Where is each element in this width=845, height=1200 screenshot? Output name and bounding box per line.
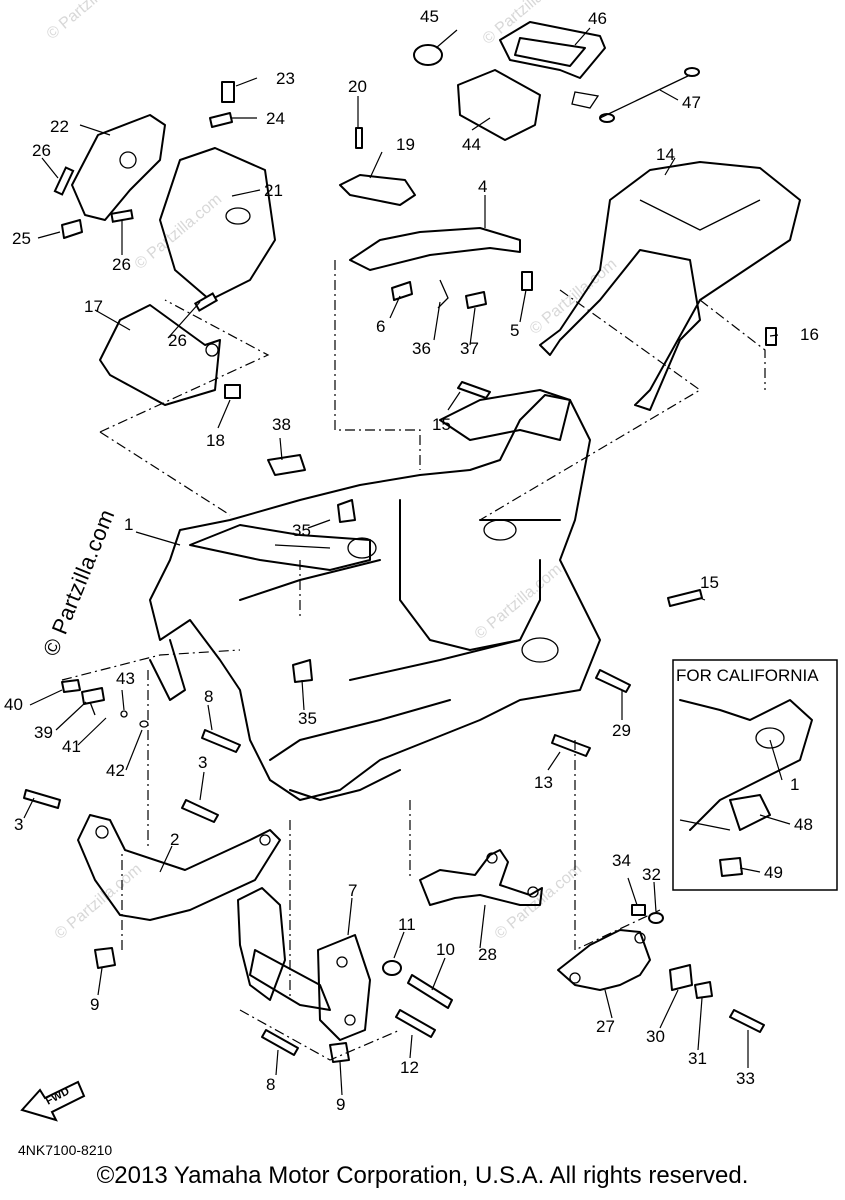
part-4-stay — [349, 227, 521, 271]
inset-title: FOR CALIFORNIA — [676, 666, 819, 685]
callout-29: 29 — [612, 721, 631, 740]
fwd-arrow: FWD — [20, 1080, 86, 1122]
part-21-cover — [159, 147, 276, 301]
callout-8-a: 8 — [204, 687, 213, 706]
callout-1: 1 — [124, 515, 133, 534]
side-covers — [53, 81, 276, 406]
callout-23: 23 — [276, 69, 295, 88]
watermark-3: © Partzilla.com — [132, 191, 226, 273]
callout-2: 2 — [170, 830, 179, 849]
callout-8-b: 8 — [266, 1075, 275, 1094]
part-28-arm — [419, 849, 543, 906]
callout-19: 19 — [396, 135, 415, 154]
callout-18: 18 — [206, 431, 225, 450]
callout-24: 24 — [266, 109, 285, 128]
leader-lines — [23, 27, 791, 1096]
part-19-bracket — [339, 174, 416, 206]
callout-21: 21 — [264, 181, 283, 200]
callout-10: 10 — [436, 940, 455, 959]
part-45-ring — [413, 44, 443, 66]
callout-28: 28 — [478, 945, 497, 964]
callout-15-a: 15 — [432, 415, 451, 434]
callout-43: 43 — [116, 669, 135, 688]
part-22-cover — [71, 114, 166, 221]
lower-front-parts — [23, 729, 281, 969]
callout-49: 49 — [764, 863, 783, 882]
rear-parts — [339, 127, 801, 411]
callout-9-a: 9 — [90, 995, 99, 1014]
engine-mount-parts — [237, 887, 453, 1063]
callout-46: 46 — [588, 9, 607, 28]
callout-22: 22 — [50, 117, 69, 136]
callout-26-a: 26 — [32, 141, 51, 160]
copyright-notice: ©2013 Yamaha Motor Corporation, U.S.A. A… — [96, 1162, 749, 1189]
callout-5: 5 — [510, 321, 519, 340]
callout-31: 31 — [688, 1049, 707, 1068]
watermark-7: © Partzilla.com — [472, 561, 566, 643]
frame-outline — [149, 394, 601, 801]
callout-15-b: 15 — [700, 573, 719, 592]
callout-36: 36 — [412, 339, 431, 358]
callout-47: 47 — [682, 93, 701, 112]
callout-44: 44 — [462, 135, 481, 154]
california-inset — [672, 659, 838, 891]
callout-4: 4 — [478, 177, 487, 196]
callout-45: 45 — [420, 7, 439, 26]
part-47-cable — [599, 74, 691, 119]
seat-battery-parts — [413, 21, 700, 141]
callout-12: 12 — [400, 1058, 419, 1077]
callout-3-a: 3 — [198, 753, 207, 772]
callout-7: 7 — [348, 881, 357, 900]
callout-27: 27 — [596, 1017, 615, 1036]
small-parts — [61, 454, 306, 728]
part-46-cover — [499, 21, 606, 79]
watermark-5: © Partzilla.com — [52, 861, 146, 943]
callout-41: 41 — [62, 737, 81, 756]
callout-37: 37 — [460, 339, 479, 358]
callout-16: 16 — [800, 325, 819, 344]
callout-40: 40 — [4, 695, 23, 714]
callout-39: 39 — [34, 723, 53, 742]
callout-34: 34 — [612, 851, 631, 870]
reference-lines — [61, 260, 766, 1061]
callout-3-b: 3 — [14, 815, 23, 834]
callout-33: 33 — [736, 1069, 755, 1088]
part-27-bracket — [557, 929, 651, 991]
rear-mount-parts — [557, 904, 765, 1033]
inset-frame — [672, 659, 838, 891]
callout-32: 32 — [642, 865, 661, 884]
part-38-clip — [267, 454, 306, 476]
callout-9-b: 9 — [336, 1095, 345, 1114]
callout-38: 38 — [272, 415, 291, 434]
watermarks: © Partzilla.com © Partzilla.com © Partzi… — [44, 0, 621, 943]
part-17-bracket — [99, 304, 221, 406]
main-frame — [149, 389, 601, 801]
callout-14: 14 — [656, 145, 675, 164]
callout-48: 48 — [794, 815, 813, 834]
part-44-pad — [457, 69, 541, 141]
callout-labels: 1 1 2 3 3 4 5 6 7 8 8 9 9 10 11 12 13 14… — [4, 7, 819, 1114]
callout-1-inset: 1 — [790, 775, 799, 794]
callout-26-b: 26 — [112, 255, 131, 274]
callout-35-b: 35 — [298, 709, 317, 728]
center-parts — [419, 381, 703, 906]
callout-25: 25 — [12, 229, 31, 248]
callout-6: 6 — [376, 317, 385, 336]
callout-11: 11 — [398, 915, 416, 934]
watermark-1: © Partzilla.com — [44, 0, 138, 43]
part-7-bracket — [317, 934, 371, 1041]
callout-26-c: 26 — [168, 331, 187, 350]
callout-42: 42 — [106, 761, 125, 780]
callout-35-a: 35 — [292, 521, 311, 540]
part-2-cradle — [77, 814, 281, 921]
callout-20: 20 — [348, 77, 367, 96]
callout-17: 17 — [84, 297, 103, 316]
part-11-washer — [382, 960, 402, 976]
part-30-bushing — [669, 964, 693, 991]
callout-13: 13 — [534, 773, 553, 792]
diagram-code: 4NK7100-8210 — [18, 1142, 113, 1158]
callout-30: 30 — [646, 1027, 665, 1046]
part-14-fender — [539, 161, 801, 411]
